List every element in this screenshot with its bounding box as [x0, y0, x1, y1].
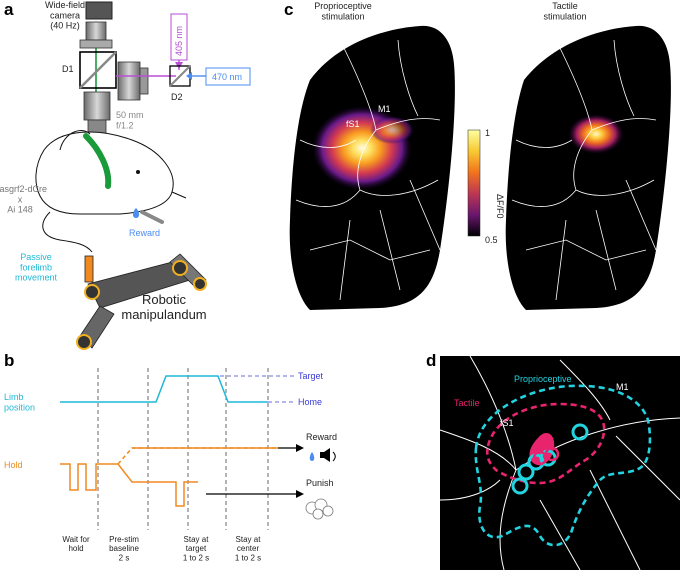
mouse-brain-green: [83, 133, 112, 189]
fs1-label-zoom: fS1: [500, 418, 514, 428]
home-label: Home: [298, 397, 322, 407]
m1-label-zoom: M1: [616, 382, 629, 392]
water-drop-icon: [133, 208, 139, 218]
reward-arrow-head-icon: [296, 444, 304, 452]
hold-trace: [60, 447, 278, 507]
tactile-peaks: [532, 446, 560, 466]
mouse-ear: [59, 130, 91, 151]
cortex-outline-right: [505, 25, 671, 311]
mouse-eye: [136, 170, 140, 174]
joint-4: [193, 277, 207, 291]
d1-mirror: [79, 51, 117, 89]
cortex-map-tactile: [505, 25, 671, 311]
lens-50mm: [83, 91, 111, 121]
area-borders-right: [511, 39, 657, 301]
reward-label: Reward: [129, 228, 160, 238]
mouse-snout: [171, 191, 187, 199]
d1-label: D1: [62, 64, 74, 74]
cortex-map-proprioceptive: M1 fS1: [289, 25, 455, 311]
blue-laser-label: 470 nm: [212, 72, 242, 82]
colorbar-min: 0.5: [485, 235, 498, 245]
forelimb: [42, 211, 93, 253]
area-borders-left: [295, 39, 441, 301]
peak-5: [571, 423, 589, 441]
hold-label: Hold: [4, 460, 23, 470]
d2-mirror: [169, 65, 191, 87]
blue-laser-box: [205, 67, 251, 86]
punish-label: Punish: [306, 478, 334, 488]
side-lens-cap: [139, 67, 149, 95]
blue-arrow-left-icon: [186, 72, 192, 80]
m1-label-left: M1: [378, 104, 391, 114]
panel-a-label: a: [4, 0, 14, 19]
joint-2: [172, 260, 188, 276]
punish-arrow-head-icon: [296, 490, 304, 498]
tube-flange: [79, 39, 113, 49]
reward-spout: [140, 210, 164, 224]
sound-wave-icon: [332, 451, 336, 462]
speaker-icon: [320, 448, 330, 462]
target-label: Target: [298, 371, 324, 381]
proprioceptive-contour: [474, 384, 652, 547]
handle: [84, 255, 94, 283]
phase-dividers: [97, 368, 269, 530]
camera-body: [85, 1, 113, 20]
joint-1: [84, 284, 100, 300]
d1-cube: [79, 51, 117, 89]
limb-trace: [60, 375, 268, 403]
panel-b-label: b: [4, 351, 14, 370]
tube-upper: [85, 21, 107, 41]
water-drop-outcome-icon: [309, 452, 315, 461]
panel-c-label: c: [284, 0, 293, 19]
activation-proprioceptive-m1: [370, 116, 414, 144]
peak-4: [511, 477, 529, 495]
colorbar: [467, 129, 481, 237]
colorbar-label: ΔF/F0: [495, 194, 505, 219]
air-puff-icon: [305, 498, 334, 520]
fs1-label-left: fS1: [346, 119, 360, 129]
d2-label: D2: [171, 92, 183, 102]
peak-1: [517, 463, 535, 481]
violet-laser-box: [170, 13, 188, 61]
joint-3: [76, 334, 92, 350]
panel-d-label: d: [426, 351, 436, 370]
violet-laser-label: 405 nm: [174, 26, 184, 56]
panel-d: d Proprio: [426, 351, 681, 571]
proprioceptive-label: Proprioceptive: [514, 374, 572, 384]
tactile-contour: [485, 402, 606, 485]
side-lens: [117, 61, 141, 101]
activation-tactile: [568, 114, 624, 154]
reward-outcome-label: Reward: [306, 432, 337, 442]
robot: [76, 253, 207, 350]
colorbar-max: 1: [485, 128, 490, 138]
tactile-label: Tactile: [454, 398, 480, 408]
